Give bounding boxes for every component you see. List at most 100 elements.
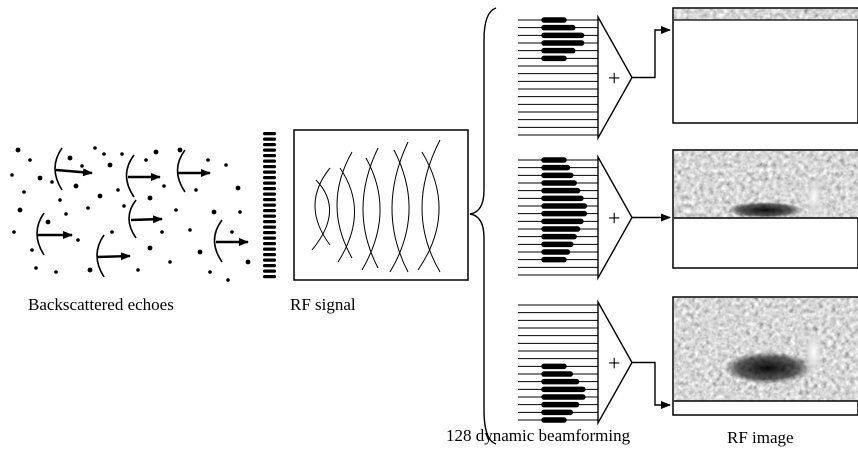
scatterer-dot <box>147 245 153 251</box>
transducer-element <box>263 231 276 235</box>
beamformer-stage: + <box>518 154 671 281</box>
scatterer-dot <box>97 193 103 199</box>
stage-brace <box>469 7 497 445</box>
scatterer-dot <box>230 230 234 234</box>
scatterer-dot <box>37 175 43 181</box>
transducer-element <box>263 264 276 268</box>
transducer-element <box>263 225 276 229</box>
scatterer-dot <box>10 173 14 177</box>
beamformer-stage: + <box>518 299 671 426</box>
transducer-element <box>263 242 276 246</box>
echo-arrow <box>55 168 93 177</box>
scatterer-dot <box>73 183 79 189</box>
scatterer-dot <box>15 147 21 153</box>
transducer-element <box>263 209 276 213</box>
scatterer-dot <box>102 152 106 156</box>
transducer-element <box>263 203 276 207</box>
transducer-element <box>263 214 276 218</box>
scatterer-dot <box>120 152 124 156</box>
transducer-element <box>263 137 276 141</box>
output-arrow <box>632 26 671 79</box>
summing-plus: + <box>608 351 620 376</box>
transducer-element <box>263 181 276 185</box>
transducer-array <box>263 132 276 279</box>
scatterer-dot <box>197 249 203 255</box>
transducer-element <box>263 170 276 174</box>
transducer-element <box>263 148 276 152</box>
scatterer-dot <box>136 268 140 272</box>
transducer-element <box>263 154 276 158</box>
summing-node <box>597 14 633 141</box>
scatterer-dot <box>30 248 34 252</box>
scatterer-dot <box>58 198 62 202</box>
rf-image-2 <box>672 149 858 269</box>
echo-arrow <box>130 215 163 224</box>
scatterer-dot <box>17 207 23 213</box>
transducer-element <box>263 187 276 191</box>
echo-arc <box>128 199 137 239</box>
scatterer-dot <box>45 219 51 225</box>
transducer-element <box>263 198 276 202</box>
summing-node <box>597 299 633 426</box>
scatterer-dot <box>177 147 183 153</box>
transducer-element <box>263 165 276 169</box>
scatterer-dot <box>160 230 164 234</box>
echo-arc <box>36 212 45 256</box>
summing-plus: + <box>608 66 620 91</box>
transducer-element <box>263 176 276 180</box>
transducer-element <box>263 275 276 279</box>
scatterer-dot <box>12 230 16 234</box>
beamformer-stage: + <box>518 14 671 141</box>
scatterer-dot <box>80 164 84 168</box>
scatterer-dot <box>93 146 97 150</box>
transducer-element <box>263 253 276 257</box>
scatterer-dot <box>54 270 58 274</box>
scatterer-dot <box>87 267 93 273</box>
label-rf-signal: RF signal <box>290 295 356 314</box>
scatterer-dot <box>34 266 38 270</box>
scatterer-dot <box>153 149 159 155</box>
rf-image-1 <box>672 7 858 124</box>
scatterer-dot <box>168 260 172 264</box>
echo-arc <box>213 219 223 263</box>
scatterer-dot <box>224 163 228 167</box>
scatterer-dot <box>67 155 73 161</box>
label-rf-image: RF image <box>727 428 794 447</box>
scatterer-dot <box>76 238 80 242</box>
label-beamforming: 128 dynamic beamforming <box>446 426 631 445</box>
scatterer-dot <box>110 230 114 234</box>
beamformer-stages: + + + <box>518 14 671 426</box>
summing-node <box>597 154 633 281</box>
rf-signal-arcs <box>311 139 441 273</box>
transducer-element <box>263 269 276 273</box>
scatterer-dot <box>162 184 166 188</box>
output-arrow <box>632 361 671 409</box>
scatterer-dot <box>238 210 242 214</box>
scatterer-dot <box>50 180 54 184</box>
scatterer-field <box>10 146 251 282</box>
label-backscattered-echoes: Backscattered echoes <box>28 295 174 314</box>
scatterer-dot <box>86 206 90 210</box>
scatterer-dot <box>64 212 68 216</box>
scatterer-dot <box>28 158 32 162</box>
transducer-element <box>263 220 276 224</box>
summing-plus: + <box>608 206 620 231</box>
transducer-element <box>263 192 276 196</box>
scatterer-dot <box>208 270 212 274</box>
scatterer-dot <box>122 204 126 208</box>
echo-arc <box>54 147 63 191</box>
scatterer-dot <box>174 208 178 212</box>
transducer-element <box>263 258 276 262</box>
transducer-element <box>263 143 276 147</box>
transducer-element <box>263 236 276 240</box>
scatterer-dot <box>245 259 251 265</box>
scatterer-dot <box>116 188 120 192</box>
scatterer-dot <box>206 158 210 162</box>
transducer-element <box>263 132 276 136</box>
scatterer-dot <box>107 162 113 168</box>
scatterer-dot <box>144 158 148 162</box>
transducer-element <box>263 247 276 251</box>
echo-arrow <box>96 252 131 261</box>
scatterer-dot <box>188 228 192 232</box>
